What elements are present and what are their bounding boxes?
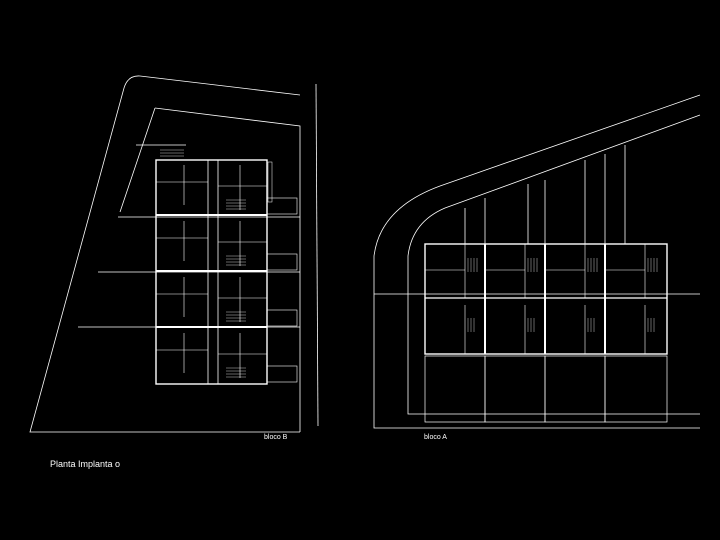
block-a-label: bloco A: [424, 434, 447, 441]
block-a-building: [424, 243, 668, 423]
block-a-site: [373, 94, 701, 429]
block-b-label: bloco B: [264, 434, 288, 441]
block-b-building: [155, 149, 298, 385]
drawing-caption: Planta Implanta o: [50, 459, 121, 469]
block-b-site: [29, 75, 319, 433]
